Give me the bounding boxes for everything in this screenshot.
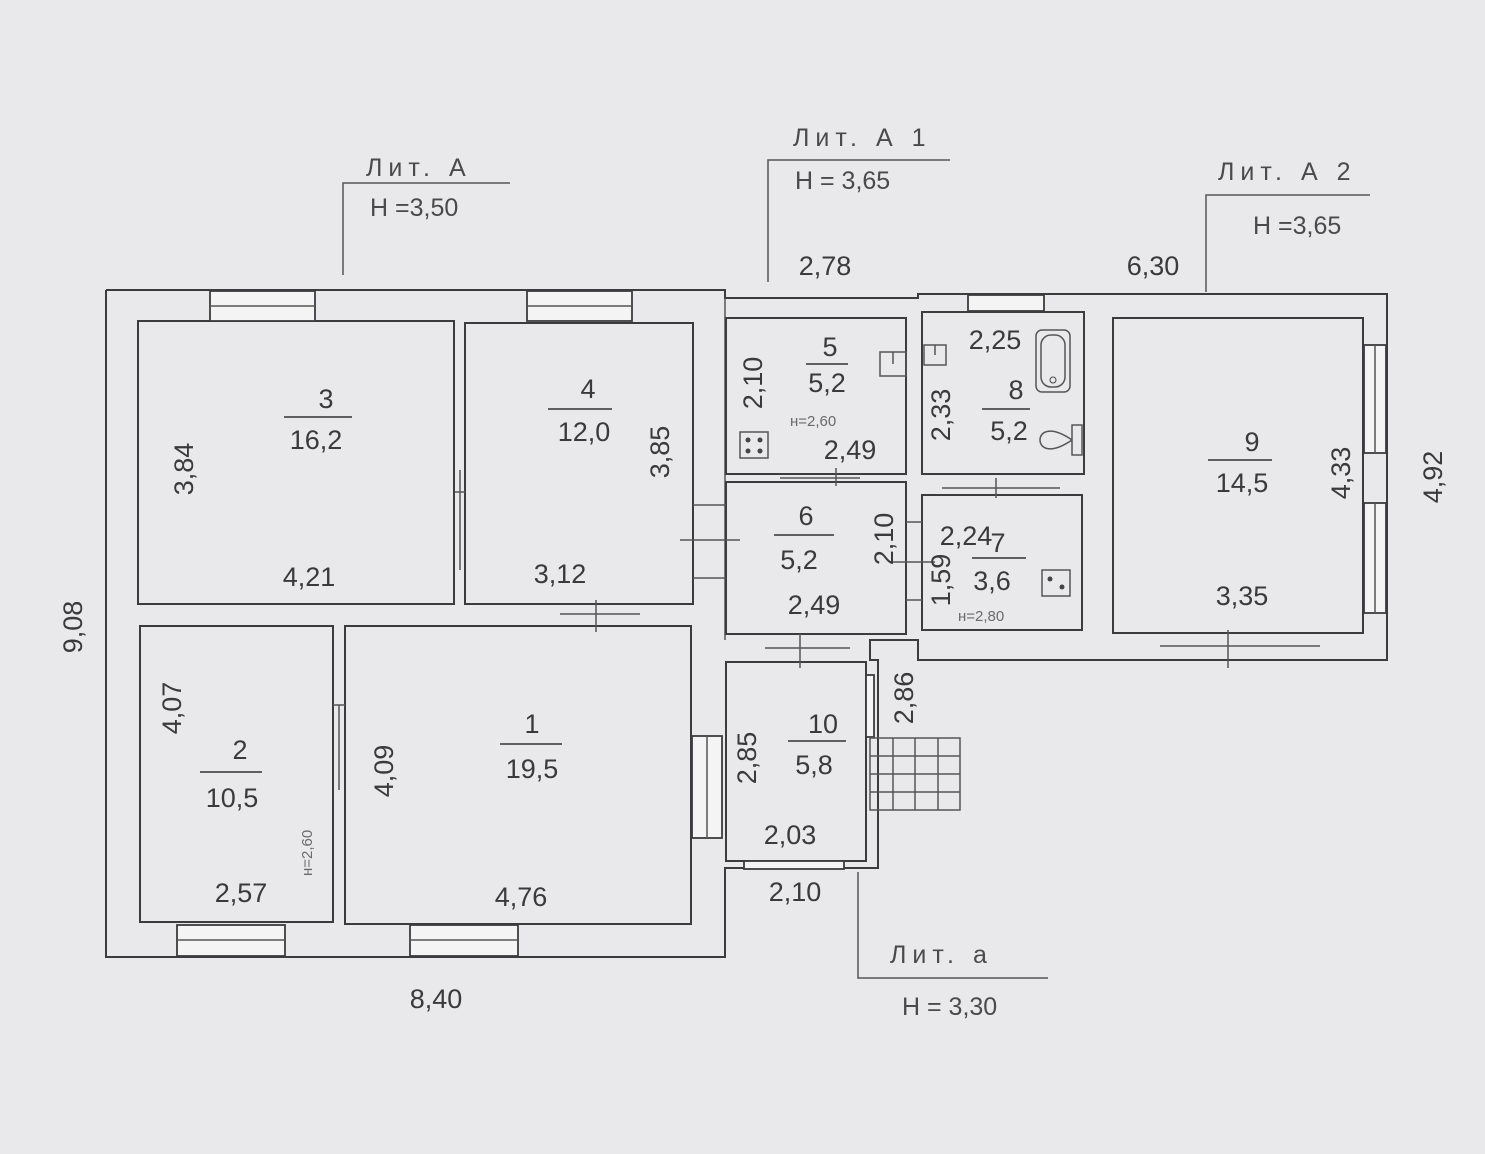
dimension-label: 2,49 [788,590,841,620]
dimension-label: 1,59 [926,554,956,607]
room-area: 5,2 [780,545,818,575]
room-label-4: 4 12,0 [548,374,612,447]
stove-icon [1041,569,1071,597]
room-area: 5,2 [990,416,1028,446]
room-label-3: 3 16,2 [284,384,352,455]
dimension-label: 4,92 [1418,451,1448,504]
dimension-label: 2,24 [940,521,993,551]
dimension-label: 2,10 [738,357,768,410]
section-callout-lit-a1: Лит. А 1 Н = 3,65 [767,124,950,282]
room-area: 10,5 [206,783,259,813]
dimension-label: 2,10 [769,877,822,907]
section-callout-lit-a2: Лит. А 2 Н =3,65 [1205,158,1370,292]
section-callout-lit-a: Лит. А Н =3,50 [342,154,510,275]
section-callout-lit-a-small: Лит. а Н = 3,30 [857,872,1048,1021]
doors [333,468,1320,790]
section-height: Н =3,50 [370,194,458,222]
room-area: 3,6 [973,566,1011,596]
dimension-label: 4,76 [495,882,548,912]
dimension-label: 2,33 [926,389,956,442]
section-label: Лит. А 2 [1218,158,1356,186]
room-9-outline [1112,317,1364,634]
room-1-outline [344,625,692,925]
dimension-label: 2,49 [824,435,877,465]
dimension-label: 4,09 [369,745,399,798]
room-number: 5 [822,332,837,362]
room-area: 5,2 [808,368,846,398]
porch-steps [869,737,961,811]
dimension-label: 2,57 [215,878,268,908]
window [865,674,875,738]
dimension-label: 2,03 [764,820,817,850]
room-label-7: 7 3,6 н=2,80 [958,528,1026,625]
room-number: 10 [808,709,838,739]
dimension-label: 4,33 [1326,447,1356,500]
window [967,294,1045,312]
room-label-10: 10 5,8 [788,709,846,780]
toilet-icon [1039,424,1083,456]
dimension-label: 3,85 [645,426,675,479]
room-area: 14,5 [1216,468,1269,498]
room-label-2: 2 10,5 [200,735,262,813]
section-height: Н = 3,30 [902,993,997,1021]
room-2-outline [139,625,334,923]
room-label-8: 8 5,2 [982,375,1030,446]
ceiling-height-note: н=2,60 [299,830,316,876]
window [743,860,845,870]
dimension-label: 2,25 [969,325,1022,355]
bathtub-icon [1035,329,1071,393]
dimension-label: 8,40 [410,984,463,1014]
room-number: 6 [798,501,813,531]
room-walls [137,311,1364,925]
dimension-label: 4,07 [157,682,187,735]
room-label-5: 5 5,2 н=2,60 [790,332,848,430]
dimension-label: 3,12 [534,559,587,589]
room-6-outline [725,481,907,635]
section-height: Н = 3,65 [795,167,890,195]
room-number: 7 [990,528,1005,558]
section-label: Лит. А [366,154,472,182]
fixtures [739,329,1083,811]
section-label: Лит. А 1 [793,124,931,152]
windows [176,290,1387,957]
room-number: 2 [232,735,247,765]
dimension-label: 2,10 [869,513,899,566]
room-number: 8 [1008,375,1023,405]
room-area: 5,8 [795,750,833,780]
dimension-label: 9,08 [58,601,88,654]
room-area: 19,5 [506,754,559,784]
room-number: 1 [524,709,539,739]
room-area: 16,2 [290,425,343,455]
room-area: 12,0 [558,417,611,447]
room-8-outline [921,311,1085,475]
room-label-1: 1 19,5 [500,709,562,784]
room-label-9: 9 14,5 [1208,427,1272,498]
room-number: 4 [580,374,595,404]
dimension-labels: 8,40 9,08 2,78 6,30 4,92 3,84 4,21 3,85 … [58,251,1448,1014]
dimension-label: 2,86 [889,672,919,725]
room-number: 9 [1244,427,1259,457]
dimension-label: 3,35 [1216,581,1269,611]
ceiling-height-note: н=2,60 [790,413,836,430]
stove-icon [739,431,769,459]
dimension-label: 6,30 [1127,251,1180,281]
room-4-outline [464,322,694,605]
dimension-label: 4,21 [283,562,336,592]
section-label: Лит. а [890,941,993,969]
dimension-label: 3,84 [169,443,199,496]
room-number: 3 [318,384,333,414]
room-5-outline [725,317,907,475]
dimension-label: 2,78 [799,251,852,281]
room-label-6: 6 5,2 [774,501,834,575]
section-height: Н =3,65 [1253,212,1341,240]
ceiling-height-note: н=2,80 [958,608,1004,625]
dimension-label: 2,85 [732,732,762,785]
